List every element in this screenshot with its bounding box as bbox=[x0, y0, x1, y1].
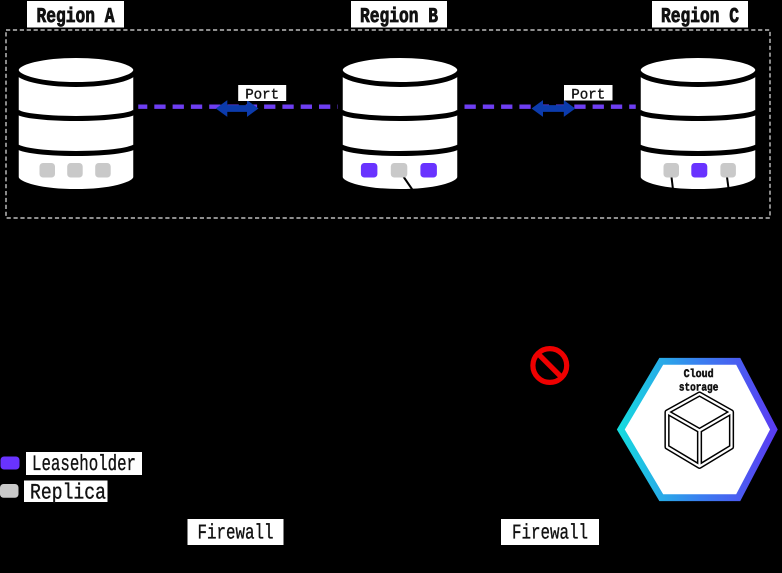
svg-text:Leaseholder: Leaseholder bbox=[32, 452, 136, 477]
svg-text:Region C: Region C bbox=[661, 6, 739, 29]
svg-text:Port: Port bbox=[245, 87, 279, 103]
svg-text:Cloud: Cloud bbox=[684, 368, 714, 381]
svg-text:Region B: Region B bbox=[360, 6, 438, 29]
svg-text:Region A: Region A bbox=[37, 6, 115, 29]
svg-text:Port: Port bbox=[571, 87, 605, 103]
svg-text:storage: storage bbox=[679, 381, 719, 394]
svg-text:Firewall: Firewall bbox=[512, 523, 588, 546]
svg-text:Firewall: Firewall bbox=[198, 523, 274, 546]
svg-text:Replica: Replica bbox=[30, 480, 106, 505]
